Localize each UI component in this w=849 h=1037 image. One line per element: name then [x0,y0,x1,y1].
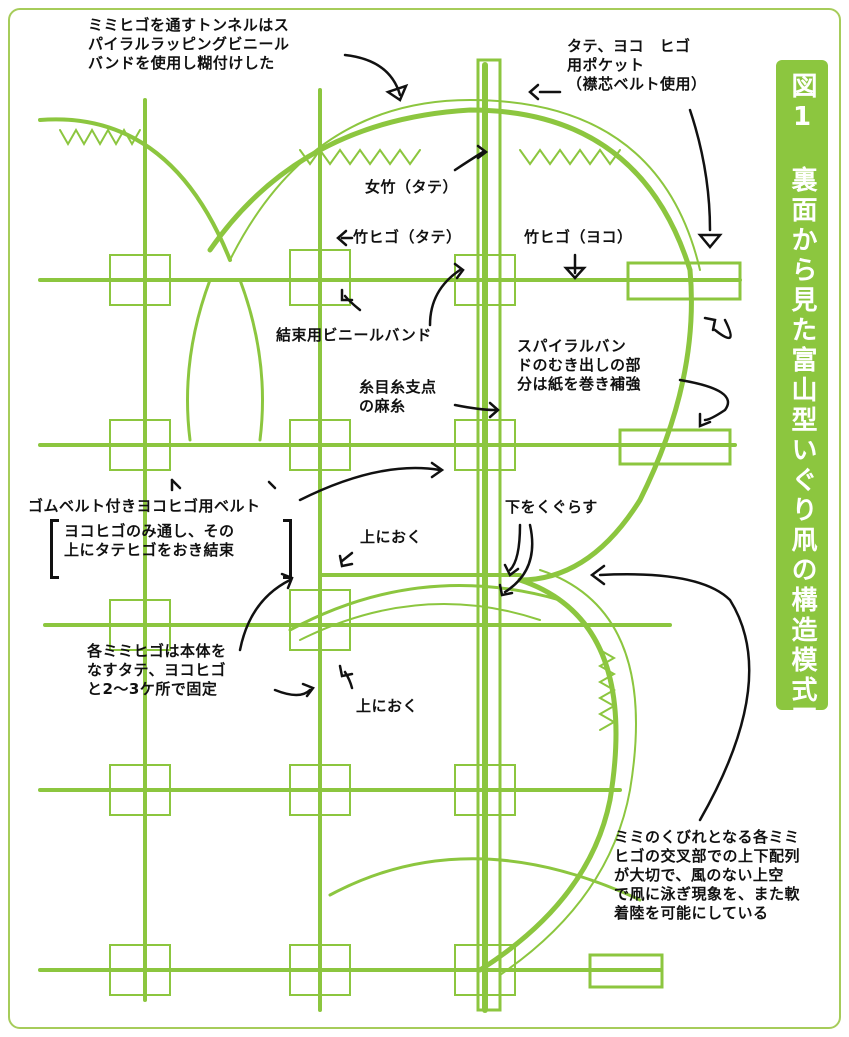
mimi-higo-label: 各ミミヒゴは本体を なすタテ、ヨコヒゴ と2～3ケ所で固定 [87,642,227,699]
gum-belt-label: ゴムベルト付きヨコヒゴ用ベルト [28,497,261,515]
kubire-line-5: 着陸を可能にしている [614,904,769,922]
bracket-left [50,519,59,579]
spiral-line-3: 分は紙を巻き補強 [517,375,642,393]
pocket-line-2: 用ポケット [567,56,645,74]
bracket-line-1: ヨコヒゴのみ通し、その [64,522,235,540]
tunnel-line-3: バンドを使用し糊付けした [88,54,275,72]
tunnel-line-1: ミミヒゴを通すトンネルはス [88,16,290,34]
bracket-right [283,519,292,579]
tunnel-label: ミミヒゴを通すトンネルはス パイラルラッピングビニール バンドを使用し糊付けした [88,16,290,73]
kubire-line-3: が大切で、風のない上空 [614,866,784,884]
figure-border [8,8,841,1029]
ue-oku-label-1: 上におく [360,528,423,546]
kubire-line-1: ミミのくびれとなる各ミミ [614,828,800,846]
figure-title: 図1 裏面から見た富山型いぐり凧の構造模式図 [787,72,817,736]
mimi-line-2: なすタテ、ヨコヒゴ [87,661,227,679]
kubire-line-4: で凧に泳ぎ現象を、また軟 [614,885,801,903]
spiral-band-label: スパイラルバン ドのむき出しの部 分は紙を巻き補強 [517,337,641,394]
onna-dake-label: 女竹（タテ） [365,178,459,196]
shita-kugurasu-label: 下をくぐらす [505,498,598,516]
tunnel-line-2: パイラルラッピングビニール [88,35,290,53]
spiral-line-2: ドのむき出しの部 [517,356,642,374]
figure-title-band: 図1 裏面から見た富山型いぐり凧の構造模式図 [776,60,828,736]
bracket-label: ヨコヒゴのみ通し、その 上にタテヒゴをおき結束 [64,522,235,560]
kessoku-band-label: 結束用ビニールバンド [276,326,432,344]
kubire-label: ミミのくびれとなる各ミミ ヒゴの交叉部での上下配列 が大切で、風のない上空 で凧… [614,828,800,923]
itome-label: 糸目糸支点 の麻糸 [359,378,437,416]
spiral-line-1: スパイラルバン [517,337,627,355]
kubire-line-2: ヒゴの交叉部での上下配列 [614,847,801,865]
itome-line-2: の麻糸 [359,397,406,415]
mimi-line-3: と2～3ケ所で固定 [87,680,218,698]
bracket-line-2: 上にタテヒゴをおき結束 [64,541,235,559]
mimi-line-1: 各ミミヒゴは本体を [87,642,227,660]
pocket-label: タテ、ヨコ ヒゴ 用ポケット （襟芯ベルト使用） [567,37,707,94]
pocket-line-3: （襟芯ベルト使用） [567,75,707,93]
ue-oku-label-2: 上におく [356,697,419,715]
pocket-line-1: タテ、ヨコ ヒゴ [567,37,691,55]
take-higo-tate-label: 竹ヒゴ（タテ） [353,228,462,246]
itome-line-1: 糸目糸支点 [359,378,437,396]
take-higo-yoko-label: 竹ヒゴ（ヨコ） [524,228,633,246]
